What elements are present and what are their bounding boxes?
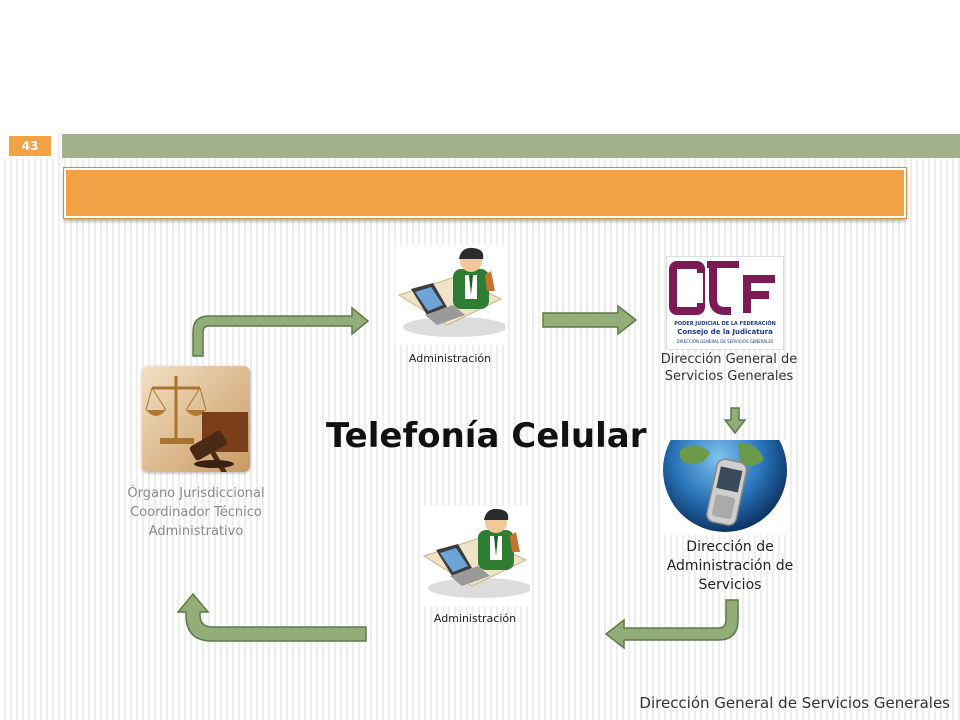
person-at-computer-icon bbox=[422, 508, 532, 598]
arrow-das-to-admin bbox=[604, 599, 739, 650]
scales-gavel-icon bbox=[142, 366, 250, 476]
das-label: Dirección de Administración de Servicios bbox=[666, 539, 794, 593]
arrow-organo-to-admin bbox=[192, 306, 370, 357]
slide-title-box bbox=[63, 167, 907, 219]
logo-line2: Consejo de la Judicatura bbox=[677, 328, 773, 336]
center-title: Telefonía Celular bbox=[326, 416, 647, 456]
dgsg-node: PODER JUDICIAL DE LA FEDERACIÓN Consejo … bbox=[666, 256, 784, 350]
dgsg-label: Dirección General de Servicios Generales bbox=[660, 352, 798, 384]
arrow-admin-to-organo bbox=[176, 592, 367, 642]
page-number-badge: 43 bbox=[9, 136, 51, 156]
arrow-dgsg-to-das bbox=[723, 407, 747, 435]
logo-line3: DIRECCIÓN GENERAL DE SERVICIOS GENERALES bbox=[676, 339, 774, 344]
footer-text: Dirección General de Servicios Generales bbox=[639, 694, 950, 712]
admin-bottom-node bbox=[420, 506, 532, 606]
das-node bbox=[660, 408, 790, 535]
person-at-computer-icon bbox=[397, 247, 507, 337]
cjf-logo-icon bbox=[669, 261, 775, 315]
top-background bbox=[0, 0, 960, 134]
organo-label: Órgano Jurisdiccional Coordinador Técnic… bbox=[127, 486, 265, 539]
header-bar bbox=[62, 134, 960, 158]
admin-top-label: Administración bbox=[408, 352, 492, 365]
admin-bottom-label: Administración bbox=[433, 612, 517, 625]
logo-line1: PODER JUDICIAL DE LA FEDERACIÓN bbox=[674, 321, 776, 327]
arrow-admin-to-dgsg bbox=[542, 304, 638, 336]
globe-cellphone-icon bbox=[663, 408, 787, 532]
admin-top-node bbox=[395, 245, 507, 345]
organo-node bbox=[142, 366, 250, 476]
